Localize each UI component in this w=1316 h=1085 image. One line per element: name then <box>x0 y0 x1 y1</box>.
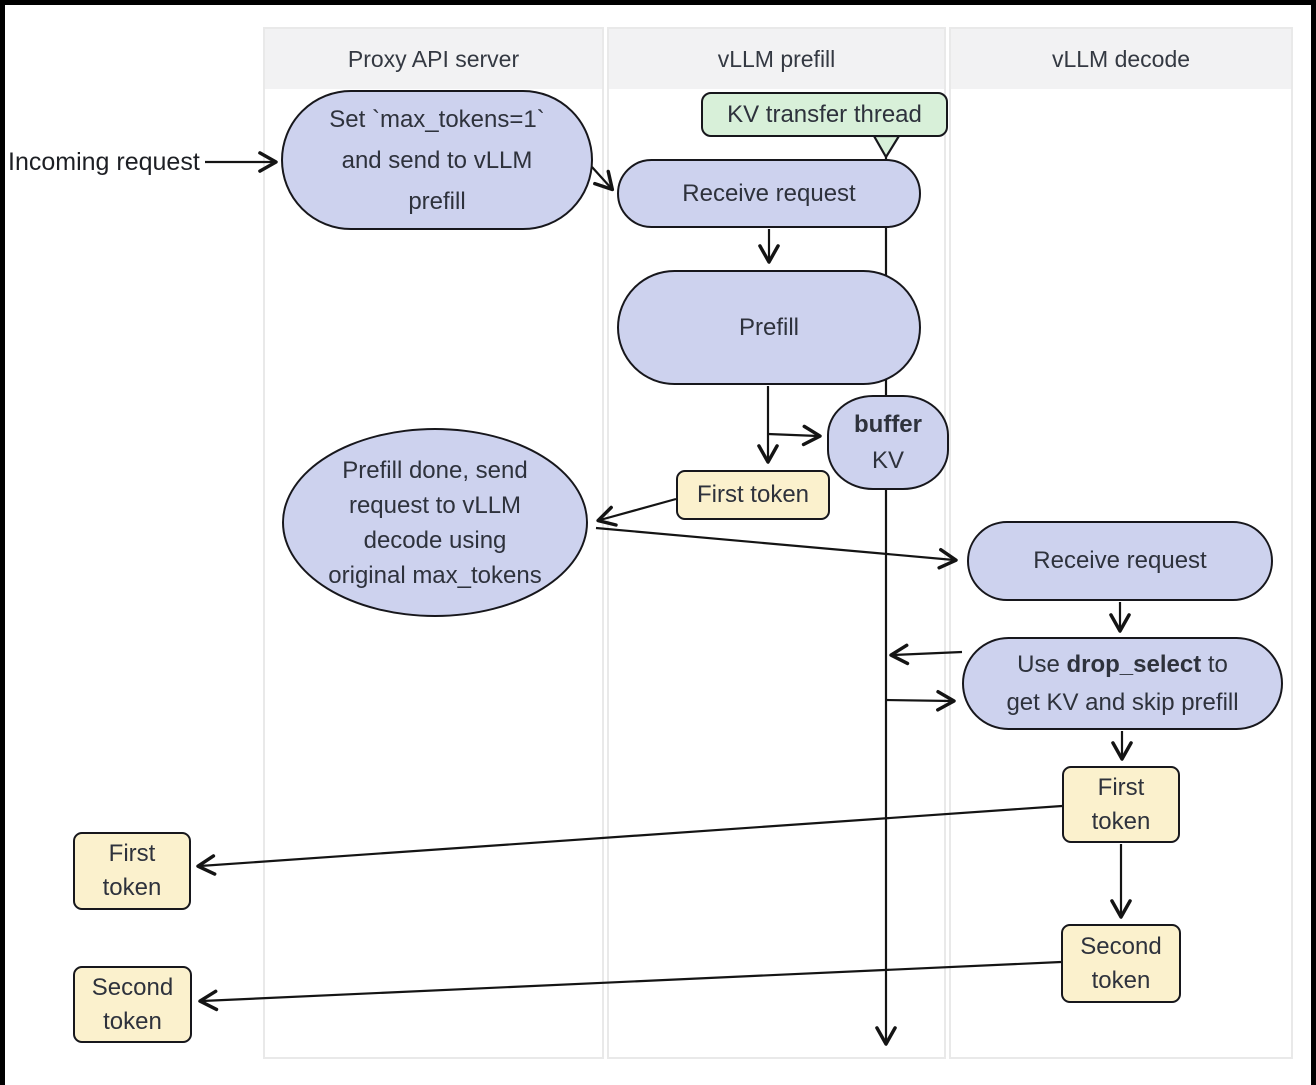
node-set-max-tokens: Set `max_tokens=1` and send to vLLM pref… <box>281 90 593 230</box>
node-text-line: token <box>1091 966 1151 994</box>
node-receive-request-prefill: Receive request <box>617 159 921 228</box>
edge-first-token-decode-to-out <box>196 804 1063 876</box>
node-text-line: get KV and skip prefill <box>1006 688 1239 716</box>
node-text-line: request to vLLM <box>348 491 522 519</box>
edge-set-max-tokens-to-receive-prefill <box>591 166 615 192</box>
node-first-token-decode: First token <box>1062 766 1180 843</box>
node-prefill-done: Prefill done, send request to vLLM decod… <box>282 428 588 617</box>
node-text-line: Prefill done, send <box>342 456 528 484</box>
node-buffer-kv: buffer KV <box>827 395 949 490</box>
edge-first-token-to-prefill-done <box>596 497 677 527</box>
node-text-line: decode using <box>363 526 507 554</box>
node-receive-request-decode: Receive request <box>967 521 1273 601</box>
edge-kv-line-to-drop-select <box>885 689 956 712</box>
node-text: to <box>1201 650 1228 678</box>
node-text-line: original max_tokens <box>328 561 542 589</box>
node-prefill: Prefill <box>617 270 921 385</box>
node-text: Receive request <box>1033 547 1207 574</box>
node-text: KV <box>871 446 904 474</box>
node-second-token-out: Second token <box>73 966 192 1043</box>
node-text-line: Use drop_select to <box>1017 646 1228 684</box>
edge-drop-select-to-kv-line <box>889 643 963 666</box>
edge-second-token-decode-to-out <box>198 960 1062 1012</box>
node-text-line: First <box>1097 773 1145 801</box>
node-text-line: Set `max_tokens=1` <box>329 105 545 133</box>
edge-prefill-done-to-receive-decode <box>595 526 958 570</box>
lane-title: Proxy API server <box>347 45 520 72</box>
node-text-line: token <box>103 1007 162 1035</box>
node-drop-select: Use drop_select to get KV and skip prefi… <box>962 637 1283 730</box>
node-text-line: First <box>108 840 156 867</box>
node-first-token-prefill: First token <box>676 470 830 520</box>
node-text: Receive request <box>682 179 856 207</box>
edge-branch-to-buffer-kv <box>767 424 822 447</box>
lane-header-decode: vLLM decode <box>951 29 1291 92</box>
node-text-bold: buffer <box>854 410 922 438</box>
lane-header-prefill: vLLM prefill <box>609 29 944 92</box>
node-first-token-out: First token <box>73 832 191 910</box>
lane-title: vLLM prefill <box>717 45 836 72</box>
lane-vllm-prefill: vLLM prefill <box>607 27 946 1059</box>
node-kv-transfer-thread: KV transfer thread <box>701 92 948 137</box>
kv-thread-tail <box>872 134 901 160</box>
node-text: KV transfer thread <box>727 100 922 128</box>
node-text-bold: drop_select <box>1066 650 1202 678</box>
node-text: First token <box>696 481 810 508</box>
node-text-line: Second <box>1080 932 1162 960</box>
node-text-line: and send to vLLM <box>341 146 533 174</box>
node-text-line: token <box>102 874 162 901</box>
lane-vllm-decode: vLLM decode <box>949 27 1293 1059</box>
node-text: Use <box>1017 650 1067 678</box>
node-text-line: token <box>1091 807 1151 835</box>
node-text: Prefill <box>738 313 799 341</box>
node-text-line: prefill <box>408 187 466 215</box>
lane-title: vLLM decode <box>1051 45 1191 72</box>
node-second-token-decode: Second token <box>1061 924 1181 1003</box>
node-text-line: Second <box>91 973 174 1001</box>
incoming-request-label: Incoming request <box>8 148 200 176</box>
